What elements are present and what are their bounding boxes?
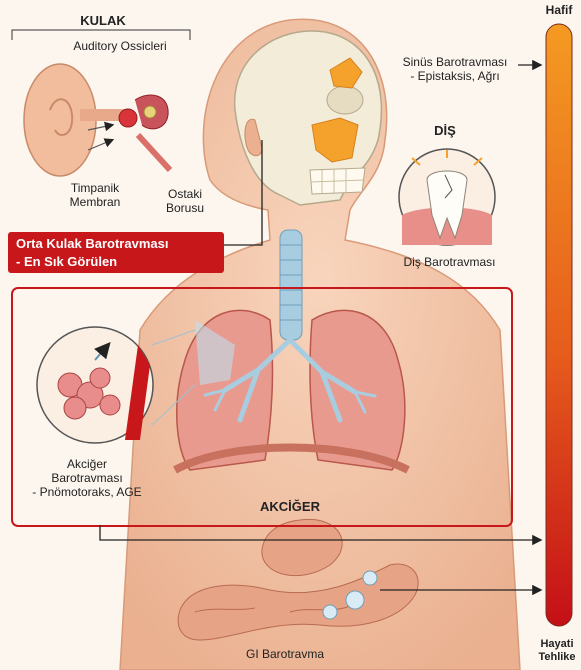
tooth-caption: Diş Barotravması xyxy=(392,256,507,270)
ear-callout: Orta Kulak Barotravması - En Sık Görülen xyxy=(8,232,224,273)
sinus-label: Sinüs Barotravması - Epistaksis, Ağrı xyxy=(390,56,520,84)
ossicles-label: Auditory Ossicleri xyxy=(72,40,168,54)
lung-caption-line2: Barotravması xyxy=(22,472,152,486)
gi-caption: GI Barotravma xyxy=(230,648,340,662)
scale-bottom-line1: Hayati xyxy=(533,638,581,651)
scale-top-label: Hafif xyxy=(538,4,580,18)
lung-caption-line1: Akciğer xyxy=(22,458,152,472)
ear-title: KULAK xyxy=(68,14,138,29)
tooth-title: DİŞ xyxy=(425,124,465,139)
tooth-inset xyxy=(399,149,495,245)
lung-caption: Akciğer Barotravması - Pnömotoraks, AGE xyxy=(22,458,152,499)
sinus-label-line1: Sinüs Barotravması xyxy=(390,56,520,70)
lung-title: AKCİĞER xyxy=(250,500,330,515)
ear-callout-line1: Orta Kulak Barotravması xyxy=(16,235,216,253)
scale-bottom-label: Hayati Tehlike xyxy=(533,638,581,663)
scale-bottom-line2: Tehlike xyxy=(533,651,581,664)
sinus-label-line2: - Epistaksis, Ağrı xyxy=(390,70,520,84)
severity-scale-bar xyxy=(546,24,572,626)
lung-caption-line3: - Pnömotoraks, AGE xyxy=(22,486,152,500)
tympanic-label: Timpanik Membran xyxy=(50,182,140,210)
trachea xyxy=(280,230,302,340)
eustachian-label: Ostaki Borusu xyxy=(155,188,215,216)
ear-callout-line2: - En Sık Görülen xyxy=(16,253,216,271)
